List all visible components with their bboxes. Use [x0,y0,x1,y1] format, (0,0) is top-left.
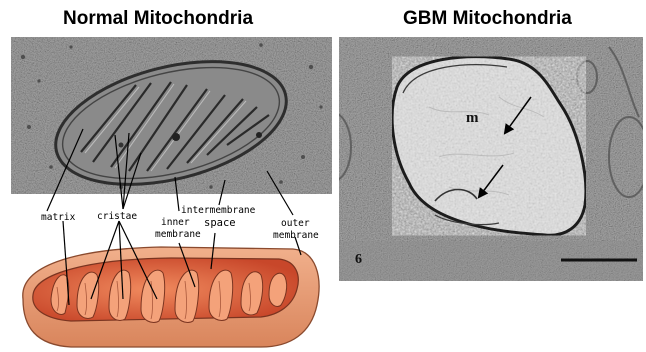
label-intermembrane-2: space [204,217,236,229]
normal-mitochondria-title: Normal Mitochondria [63,8,253,30]
label-inner-membrane-2: membrane [155,229,201,240]
normal-mitochondria-figure: matrix cristae inner membrane intermembr… [11,37,332,350]
gbm-mitochondria-title: GBM Mitochondria [403,8,572,30]
label-intermembrane-1: intermembrane [181,205,256,216]
label-matrix: matrix [41,212,76,223]
mitochondrion-illustration [23,247,319,347]
label-outer-membrane-1: outer [281,218,310,229]
label-inner-membrane-1: inner [161,217,190,228]
gbm-mitochondria-figure: m 6 [339,37,643,281]
panel-number: 6 [355,252,362,267]
label-m: m [466,110,479,126]
label-cristae: cristae [97,211,137,222]
em-micrograph-normal [11,37,332,206]
label-outer-membrane-2: membrane [273,230,319,241]
